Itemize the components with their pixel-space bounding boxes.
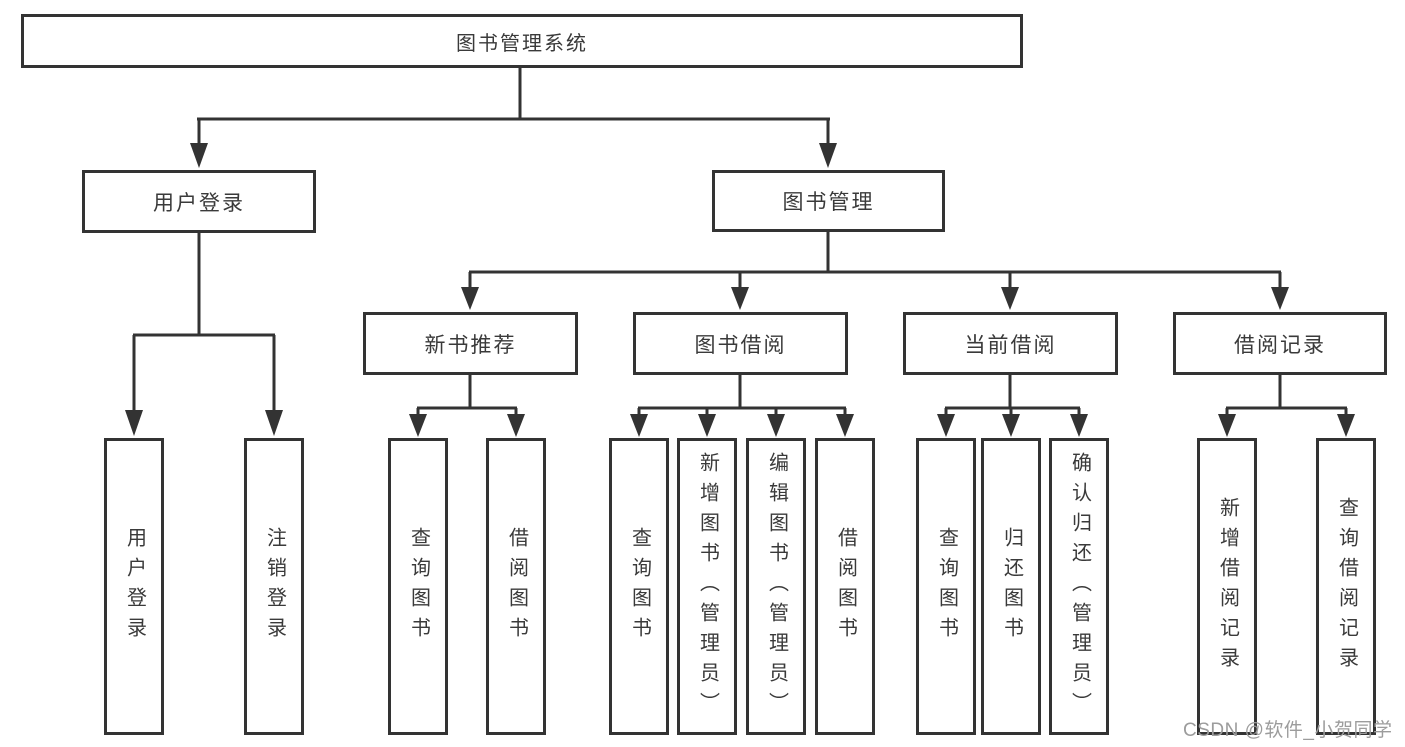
node-label: 查询图书	[628, 526, 651, 647]
node-label: 查询图书	[407, 526, 430, 647]
node-library-management-system: 图书管理系统	[21, 14, 1023, 68]
leaf-borrowing-query-books: 查询图书	[609, 438, 669, 735]
node-label: 用户登录	[153, 191, 245, 215]
node-label: 借阅图书	[505, 526, 528, 647]
csdn-watermark: CSDN @软件_小贺同学	[1183, 720, 1393, 741]
node-label: 当前借阅	[964, 333, 1057, 357]
node-label: 图书管理	[782, 191, 875, 214]
node-label: 确认归还（管理员）	[1068, 451, 1091, 722]
node-current-borrowing: 当前借阅	[903, 312, 1118, 375]
node-new-book-recommend: 新书推荐	[363, 312, 578, 375]
node-label: 查询借阅记录	[1335, 496, 1358, 677]
node-label: 编辑图书（管理员）	[765, 451, 788, 722]
leaf-recommend-borrow-books: 借阅图书	[486, 438, 546, 735]
node-book-management: 图书管理	[712, 170, 945, 232]
leaf-logout: 注销登录	[244, 438, 304, 735]
node-label: 归还图书	[1000, 526, 1023, 647]
leaf-user-login: 用户登录	[104, 438, 164, 735]
leaf-current-return-books: 归还图书	[981, 438, 1041, 735]
node-label: 借阅记录	[1234, 333, 1326, 357]
node-label: 新书推荐	[424, 333, 517, 357]
leaf-borrowing-add-books-admin: 新增图书（管理员）	[677, 438, 737, 735]
node-borrowing-records: 借阅记录	[1173, 312, 1387, 375]
leaf-borrowing-borrow-books: 借阅图书	[815, 438, 875, 735]
leaf-current-query-books: 查询图书	[916, 438, 976, 735]
node-label: 注销登录	[263, 526, 286, 647]
leaf-current-confirm-return-admin: 确认归还（管理员）	[1049, 438, 1109, 735]
node-book-borrowing: 图书借阅	[633, 312, 848, 375]
node-label: 借阅图书	[834, 526, 857, 647]
node-user-login: 用户登录	[82, 170, 316, 233]
node-label: 图书管理系统	[456, 32, 588, 55]
leaf-records-query-record: 查询借阅记录	[1316, 438, 1376, 735]
leaf-recommend-query-books: 查询图书	[388, 438, 448, 735]
leaf-borrowing-edit-books-admin: 编辑图书（管理员）	[746, 438, 806, 735]
node-label: 图书借阅	[694, 333, 787, 357]
node-label: 新增借阅记录	[1216, 496, 1239, 677]
leaf-records-add-record: 新增借阅记录	[1197, 438, 1257, 735]
node-label: 新增图书（管理员）	[696, 451, 719, 722]
node-label: 查询图书	[935, 526, 958, 647]
node-label: 用户登录	[123, 526, 146, 647]
